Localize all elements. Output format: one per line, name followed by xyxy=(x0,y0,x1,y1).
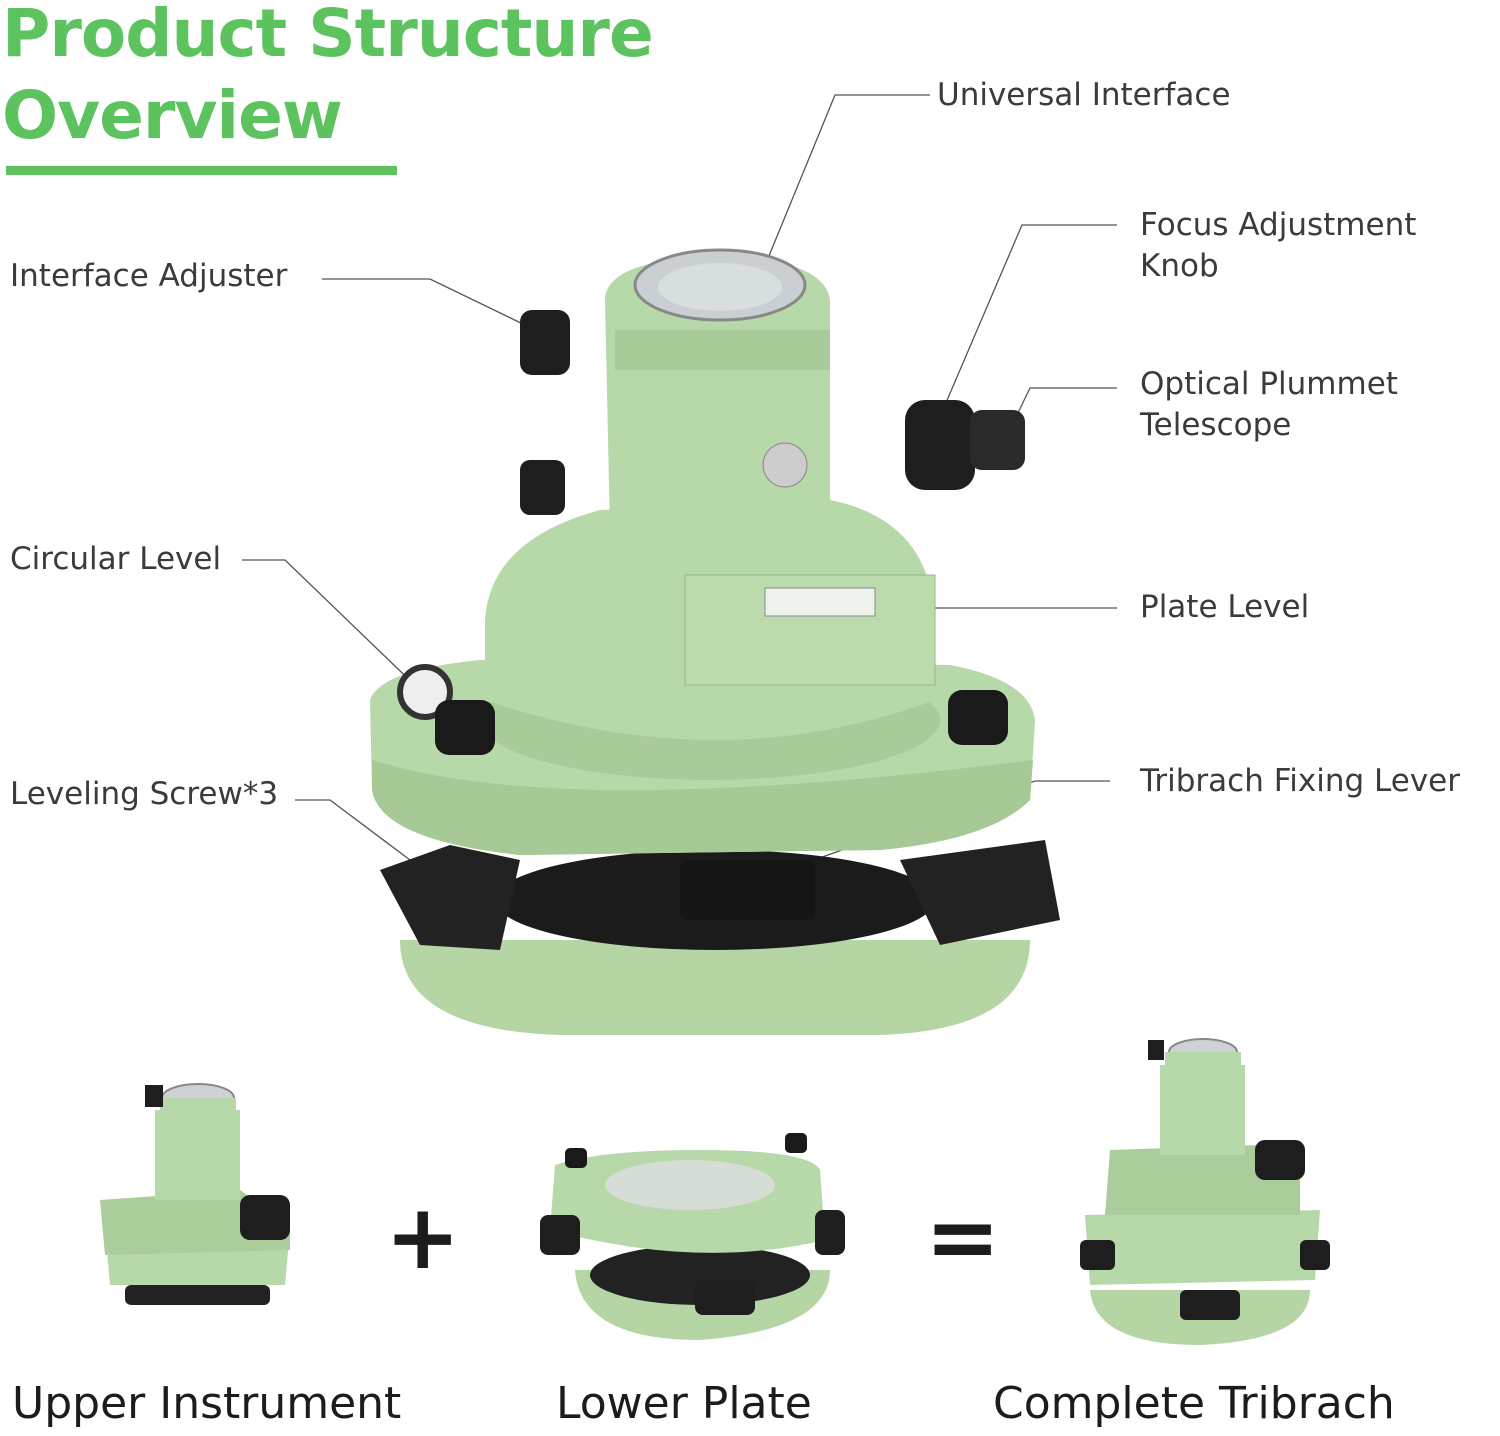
equals-sign: = xyxy=(925,1185,1001,1290)
label-optical-plummet-line1: Optical Plummet xyxy=(1140,366,1398,402)
main-tribrach xyxy=(370,248,1060,1035)
caption-upper-instrument: Upper Instrument xyxy=(12,1378,402,1429)
plus-sign: + xyxy=(385,1185,461,1290)
caption-complete-tribrach: Complete Tribrach xyxy=(993,1378,1395,1429)
complete-tribrach-image xyxy=(1080,1038,1330,1345)
label-leveling-screw: Leveling Screw*3 xyxy=(10,776,279,812)
label-optical-plummet-line2: Telescope xyxy=(1140,407,1292,443)
title-line-2: Overview xyxy=(2,77,343,154)
label-interface-adjuster: Interface Adjuster xyxy=(10,258,288,294)
label-tribrach-fixing-lever: Tribrach Fixing Lever xyxy=(1140,763,1460,799)
lower-plate-image xyxy=(540,1133,845,1340)
title-line-1: Product Structure xyxy=(2,0,654,72)
label-universal-interface: Universal Interface xyxy=(937,77,1231,113)
title-underline xyxy=(6,166,397,175)
label-focus-adjustment-knob-line1: Focus Adjustment xyxy=(1140,207,1417,243)
label-focus-adjustment-knob-line2: Knob xyxy=(1140,248,1219,284)
label-circular-level: Circular Level xyxy=(10,541,222,577)
label-plate-level: Plate Level xyxy=(1140,589,1310,625)
caption-lower-plate: Lower Plate xyxy=(556,1378,812,1429)
upper-instrument-image xyxy=(100,1083,290,1305)
